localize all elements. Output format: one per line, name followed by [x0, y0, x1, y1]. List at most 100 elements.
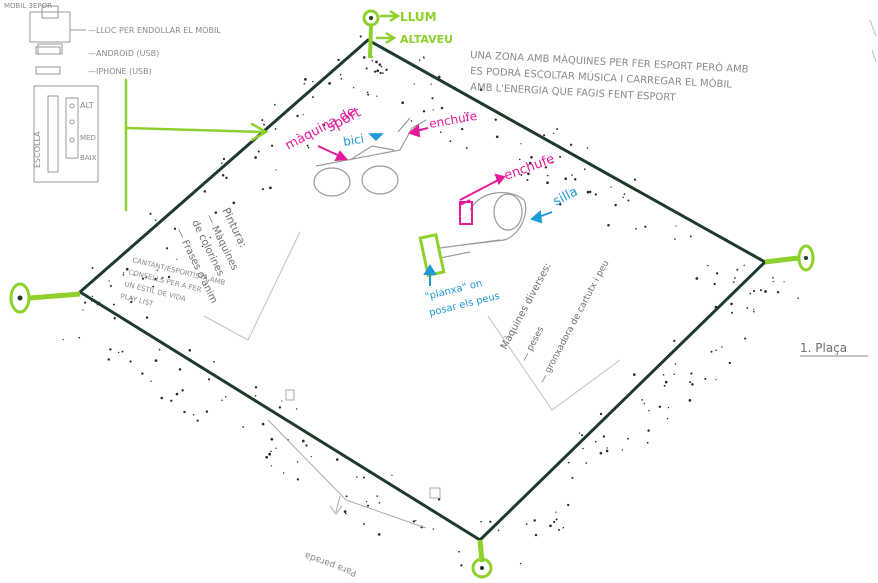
scatter-dot	[150, 380, 151, 381]
scatter-dot	[674, 238, 676, 240]
scatter-dot	[665, 381, 668, 384]
scatter-dot	[600, 413, 602, 415]
scatter-dot	[372, 60, 373, 61]
scatter-dot	[644, 403, 646, 405]
scatter-dot	[579, 432, 580, 433]
scatter-dot	[297, 461, 298, 462]
scatter-dot	[269, 187, 272, 190]
scatter-dot	[118, 352, 119, 353]
scatter-dot	[760, 289, 762, 291]
scatter-dot	[647, 429, 649, 431]
scatter-dot	[271, 465, 272, 466]
scatter-dot	[275, 448, 276, 449]
scatter-dot	[341, 78, 343, 80]
scatter-dot	[366, 501, 367, 502]
scatter-dot	[623, 197, 624, 198]
scatter-dot	[460, 564, 462, 566]
scatter-dot	[571, 174, 573, 176]
panel-side-label: ESCOLLA	[33, 131, 42, 168]
scatter-dot	[375, 61, 378, 64]
scatter-dot	[635, 228, 637, 230]
scatter-dot	[215, 211, 218, 214]
panel-med-label: MED	[80, 134, 96, 142]
scatter-dot	[423, 110, 425, 112]
scatter-dot	[374, 70, 376, 72]
label-silla: silla	[551, 184, 581, 209]
scatter-dot	[262, 423, 265, 426]
scatter-dot	[130, 360, 132, 362]
scatter-dot	[181, 389, 183, 391]
entrance-sketch	[268, 390, 440, 528]
scatter-dot	[254, 156, 257, 159]
scatter-dot	[110, 285, 112, 287]
scatter-dot	[570, 144, 572, 146]
scatter-dot	[109, 348, 111, 350]
scatter-dot	[736, 269, 738, 271]
scatter-dot	[123, 274, 125, 276]
scatter-dot	[520, 143, 521, 144]
scatter-dot	[587, 147, 588, 148]
scatter-dot	[208, 378, 210, 380]
scatter-dot	[84, 301, 86, 303]
scatter-dot	[498, 530, 500, 532]
scatter-dot	[610, 186, 611, 187]
scatter-dot	[438, 498, 440, 500]
scatter-dot	[113, 317, 115, 319]
scatter-dot	[595, 441, 597, 443]
scatter-dot	[345, 513, 346, 514]
scatter-dot	[606, 450, 609, 453]
scatter-dot	[379, 63, 382, 66]
scatter-dot	[690, 372, 692, 374]
scatter-dot	[337, 59, 339, 61]
note-right-2: — peses	[520, 325, 547, 364]
scatter-dot	[193, 414, 194, 415]
scatter-dot	[495, 119, 497, 121]
edge-scribble	[870, 20, 876, 62]
scatter-dot	[367, 92, 369, 94]
scatter-dot	[519, 159, 521, 161]
scatter-dot	[283, 472, 285, 474]
scatter-dot	[307, 145, 309, 147]
scatter-dot	[633, 373, 636, 376]
label-enchufe-2: enchufe	[502, 152, 556, 184]
plug-box	[460, 202, 472, 224]
scatter-dot	[731, 312, 733, 314]
scatter-dot	[305, 444, 307, 446]
scatter-dot	[302, 440, 305, 443]
note-left-small-4: PLAY LIST	[120, 292, 155, 308]
scatter-dot	[78, 337, 80, 339]
scatter-dot	[344, 510, 347, 513]
scatter-dot	[707, 265, 708, 266]
scatter-dot	[312, 81, 313, 82]
scatter-dot	[296, 115, 298, 117]
chair-sketch	[440, 193, 526, 258]
scatter-dot	[433, 109, 434, 110]
scatter-dot	[668, 407, 669, 408]
scatter-dot	[582, 448, 584, 450]
scatter-dot	[543, 134, 545, 136]
scatter-dot	[367, 94, 369, 96]
scatter-dot	[179, 368, 182, 371]
scatter-dot	[624, 193, 626, 195]
scatter-dot	[585, 462, 587, 464]
label-altaveu: ALTAVEU	[400, 33, 453, 46]
pole-bottom-icon	[473, 540, 491, 577]
plaza-outline	[80, 40, 765, 540]
scatter-dot	[673, 374, 674, 375]
scatter-dot	[704, 378, 706, 380]
scatter-dot	[376, 495, 378, 497]
scatter-dot	[563, 527, 565, 529]
scatter-dot	[520, 563, 521, 564]
scatter-dot	[222, 174, 225, 177]
scatter-dot	[401, 101, 404, 104]
bike-label-arrow	[370, 134, 382, 140]
scatter-dot	[155, 219, 157, 221]
scatter-dot	[433, 528, 434, 529]
scatter-dot	[675, 363, 676, 364]
scatter-dot	[753, 311, 755, 313]
scatter-dot	[784, 281, 785, 282]
scatter-dot	[733, 281, 735, 283]
scatter-dot	[567, 504, 569, 506]
scatter-dot	[431, 97, 433, 99]
